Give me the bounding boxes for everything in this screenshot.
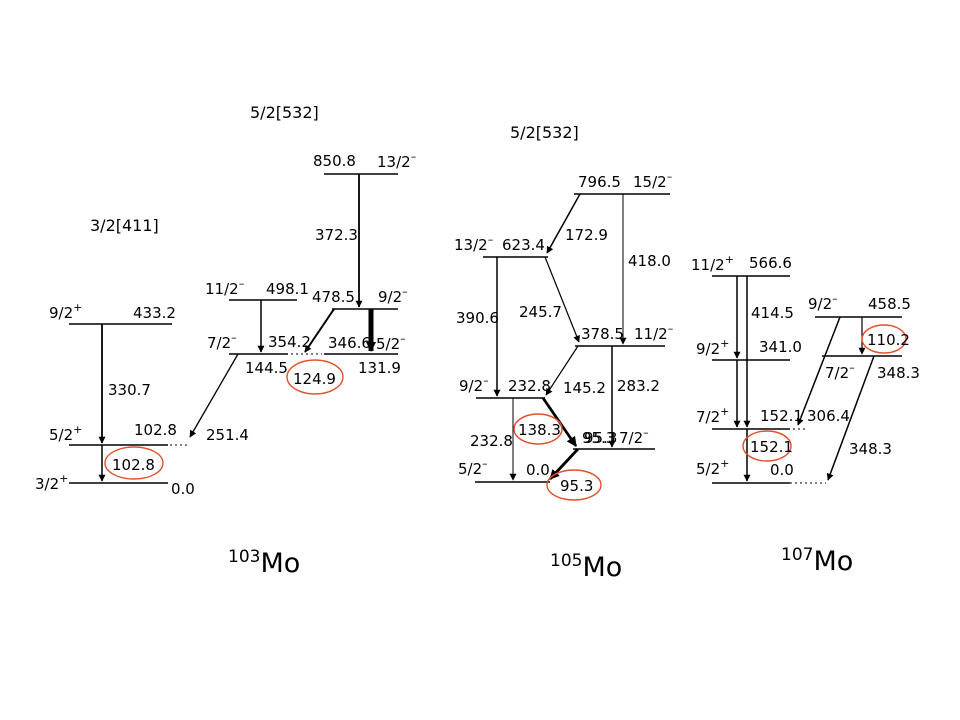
nucleus-mo107: 11/2+ 9/2+ 7/2+ 5/2+ 9/2– 7/2– 566.6 341… <box>691 253 920 577</box>
level-energy-label: 0.0 <box>171 480 195 498</box>
transition-energy-label: 145.2 <box>563 379 606 397</box>
level-spin-label: 5/2+ <box>696 457 729 478</box>
level-spin-label: 11/2– <box>634 322 673 343</box>
level-energy-label: 458.5 <box>868 295 911 313</box>
transition-energy-label: 418.0 <box>628 252 671 270</box>
transition-energy-label: 283.2 <box>617 377 660 395</box>
band-heading: 5/2[532] <box>250 103 319 122</box>
level-energy-label: 850.8 <box>313 152 356 170</box>
transition-energy-label: 124.9 <box>293 370 336 388</box>
level-energy-label: 152.1 <box>760 407 803 425</box>
transition-energy-label: 131.9 <box>358 359 401 377</box>
level-energy-label: 95.3 <box>582 429 615 447</box>
transition-energy-label: 372.3 <box>315 226 358 244</box>
highlight-oval <box>742 430 792 462</box>
transition-energy-label: 414.5 <box>751 304 794 322</box>
level-spin-label: 13/2– <box>454 233 493 254</box>
highlight-oval <box>861 324 907 354</box>
transition-energy-label: 330.7 <box>108 381 151 399</box>
level-spin-label: 7/2+ <box>696 405 729 426</box>
level-energy-label: 796.5 <box>578 173 621 191</box>
isotope-label: 103Mo <box>228 547 300 579</box>
level-energy-label: 433.2 <box>133 304 176 322</box>
level-spin-label: 11/2– <box>205 277 244 298</box>
transition-arrow <box>304 308 335 353</box>
level-spin-label: 7/2– <box>619 426 649 447</box>
level-spin-label: 5/2– <box>458 457 488 478</box>
level-energy-label: 0.0 <box>770 461 794 479</box>
band-heading: 3/2[411] <box>90 216 159 235</box>
level-energy-label: 566.6 <box>749 254 792 272</box>
level-spin-label: 5/2– <box>376 332 406 353</box>
level-spin-label: 11/2+ <box>691 253 734 274</box>
transition-energy-label: 138.3 <box>518 421 561 439</box>
level-spin-label: 9/2– <box>808 292 838 313</box>
transition-arrow <box>544 256 580 343</box>
isotope-label: 105Mo <box>550 551 622 583</box>
level-spin-label: 9/2+ <box>49 301 82 322</box>
level-spin-label: 9/2+ <box>696 337 729 358</box>
level-spin-label: 15/2– <box>633 170 672 191</box>
highlight-oval <box>286 359 344 395</box>
transition-energy-label: 348.3 <box>849 440 892 458</box>
level-spin-label: 5/2+ <box>49 423 82 444</box>
level-energy-label: 102.8 <box>134 421 177 439</box>
level-energy-label: 478.5 <box>312 288 355 306</box>
transition-energy-label: 95.3 <box>584 429 617 447</box>
highlight-oval <box>513 413 563 445</box>
transition-energy-label: 102.8 <box>112 456 155 474</box>
level-energy-label: 623.4 <box>502 236 545 254</box>
transition-energy-label: 232.8 <box>470 432 513 450</box>
level-energy-label: 232.8 <box>508 377 551 395</box>
transition-energy-label: 172.9 <box>565 226 608 244</box>
transition-energy-label: 251.4 <box>206 426 249 444</box>
transition-arrow <box>189 353 239 438</box>
level-energy-label: 341.0 <box>759 338 802 356</box>
transition-energy-label: 390.6 <box>456 309 499 327</box>
level-spin-label: 7/2– <box>207 331 237 352</box>
transition-energy-label: 354.2 <box>268 333 311 351</box>
transition-arrow <box>546 193 581 254</box>
nucleus-mo103: 3/2[411] 5/2[532] 9/2+ 5/2+ 3/2+ 11/2– 7… <box>35 103 416 579</box>
level-energy-label: 346.6 <box>328 334 371 352</box>
transition-energy-label: 95.3 <box>560 477 593 495</box>
transition-energy-label: 306.4 <box>807 407 850 425</box>
highlight-oval <box>104 446 164 480</box>
level-spin-label: 3/2+ <box>35 472 68 493</box>
level-energy-label: 0.0 <box>526 461 550 479</box>
level-energy-label: 498.1 <box>266 280 309 298</box>
level-energy-label: 348.3 <box>877 364 920 382</box>
highlight-oval <box>546 469 602 501</box>
level-spin-label: 7/2– <box>825 361 855 382</box>
transition-arrow <box>545 345 579 396</box>
transition-arrow <box>826 355 875 481</box>
band-heading: 5/2[532] <box>510 123 579 142</box>
level-spin-label: 9/2– <box>459 374 489 395</box>
level-spin-label: 13/2– <box>377 150 416 171</box>
level-energy-label: 378.5 <box>581 325 624 343</box>
transition-energy-label: 110.2 <box>867 331 910 349</box>
level-energy-label: 144.5 <box>245 359 288 377</box>
transition-energy-label: 152.1 <box>750 438 793 456</box>
transition-energy-label: 245.7 <box>519 303 562 321</box>
transition-arrow <box>797 316 841 426</box>
isotope-label: 107Mo <box>781 545 853 577</box>
nucleus-mo105: 5/2[532] 15/2– 13/2– 11/2– 9/2– 7/2– 5/2… <box>454 123 673 583</box>
level-spin-label: 9/2– <box>378 285 408 306</box>
